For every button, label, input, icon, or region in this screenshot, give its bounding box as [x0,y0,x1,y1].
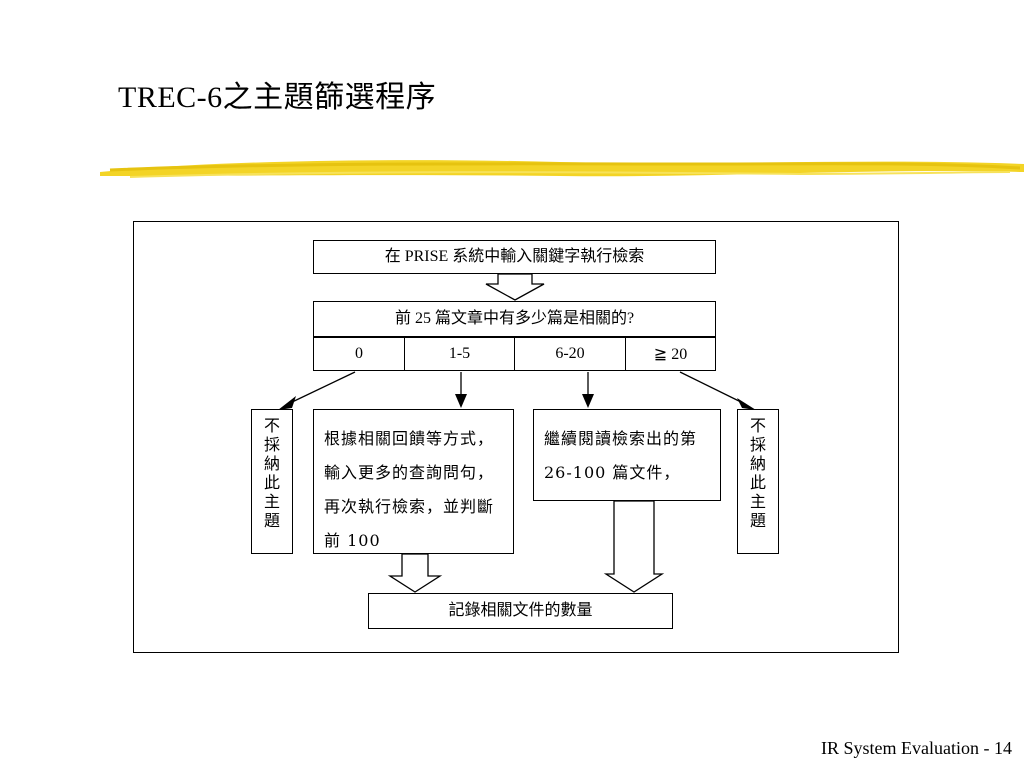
connector-right [679,371,746,405]
highlight-stroke [100,160,1024,178]
reject-box-left: 不 採 納 此 主 題 [251,409,293,554]
reject-left-char: 主 [263,492,280,511]
connector-left [287,371,356,405]
option-cell-1-5: 1-5 [404,337,515,371]
diagram-frame [133,221,899,653]
option-cell-0: 0 [313,337,405,371]
reject-left-char: 此 [263,473,280,492]
reject-left-char: 不 [263,416,280,435]
feedback-box: 根據相關回饋等方式，輸入更多的查詢問句，再次執行檢索，並判斷前 100 [313,409,514,554]
arrowhead-feedback [455,394,467,408]
step-question-box: 前 25 篇文章中有多少篇是相關的? [313,301,716,337]
reject-right-char: 納 [749,454,766,473]
arrowhead-continue [582,394,594,408]
reject-right-char: 此 [749,473,766,492]
hollow-arrow-1 [485,273,545,301]
step-search-box: 在 PRISE 系統中輸入關鍵字執行檢索 [313,240,716,274]
reject-right-char: 不 [749,416,766,435]
reject-left-char: 採 [263,435,280,454]
hollow-arrow-2 [387,553,443,593]
option-cell-20-plus: ≧ 20 [625,337,716,371]
reject-right-char: 主 [749,492,766,511]
reject-right-char: 題 [749,511,766,530]
arrowhead-right [737,398,756,410]
option-cell-6-20: 6-20 [514,337,626,371]
reject-box-right: 不 採 納 此 主 題 [737,409,779,554]
continue-reading-box: 繼續閱讀檢索出的第 26-100 篇文件， [533,409,721,501]
hollow-arrow-3 [603,500,665,593]
reject-right-char: 採 [749,435,766,454]
slide-footer: IR System Evaluation - 14 [821,738,1012,758]
slide-title: TREC-6之主題篩選程序 [118,81,437,114]
arrowhead-left [278,396,296,410]
reject-left-char: 題 [263,511,280,530]
record-count-box: 記錄相關文件的數量 [368,593,673,629]
reject-left-char: 納 [263,454,280,473]
